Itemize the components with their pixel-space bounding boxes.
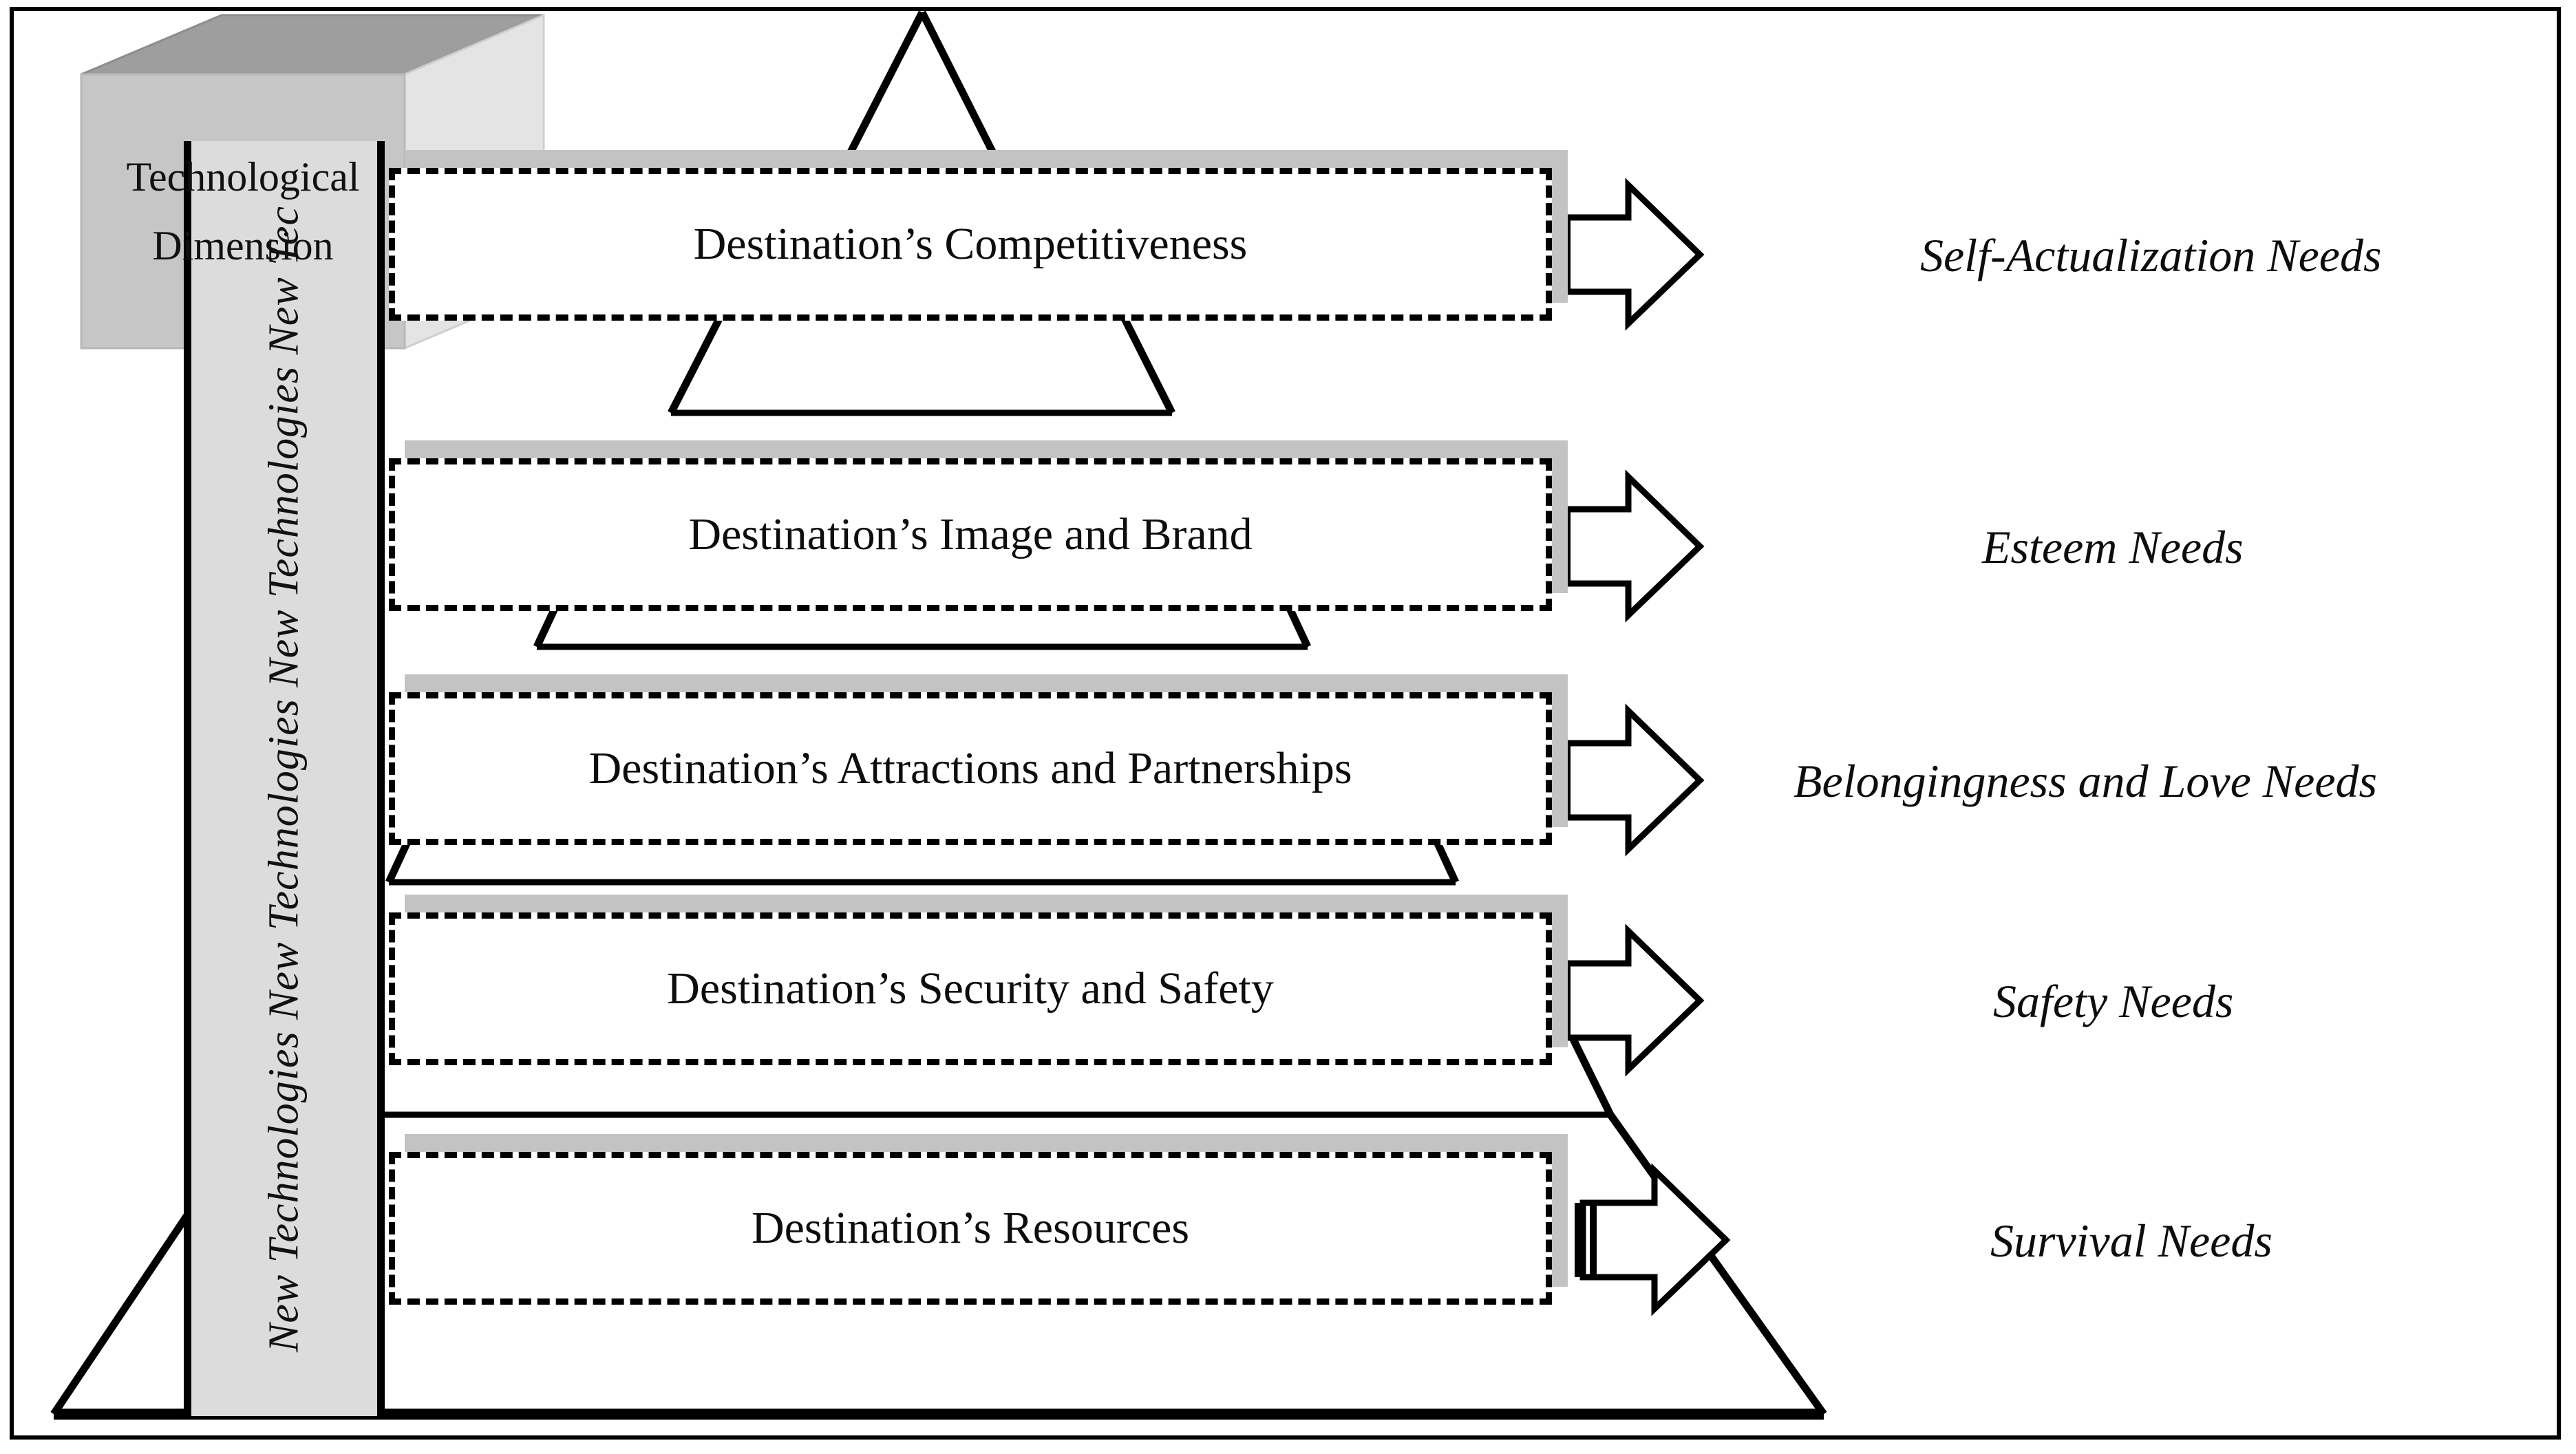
level-3-box[interactable]: Destination’s Attractions and Partnershi…	[389, 692, 1552, 845]
new-technologies-band-label: New Technologies New Technologies New Te…	[260, 205, 308, 1352]
level-2-box-label: Destination’s Security and Safety	[667, 963, 1274, 1014]
level-1-need-label: Survival Needs	[1990, 1215, 2272, 1267]
level-5-box-label: Destination’s Competitiveness	[693, 219, 1248, 269]
technological-dimension-cube: Technological Dimension	[81, 74, 405, 348]
level-5-box[interactable]: Destination’s Competitiveness	[389, 168, 1552, 321]
level-4-need-label: Esteem Needs	[1982, 521, 2244, 573]
level-1-box[interactable]: Destination’s Resources	[389, 1152, 1552, 1305]
cube-label-group: Technological Dimension	[81, 74, 405, 348]
level-4-box-label: Destination’s Image and Brand	[688, 509, 1253, 559]
cube-label-line2: Dimension	[152, 223, 334, 268]
level-3-need-label: Belongingness and Love Needs	[1793, 755, 2377, 807]
level-1-box-label: Destination’s Resources	[751, 1203, 1190, 1253]
level-4-box[interactable]: Destination’s Image and Brand	[389, 458, 1552, 611]
level-2-box[interactable]: Destination’s Security and Safety	[389, 912, 1552, 1065]
cube-label-line1: Technological	[126, 154, 360, 200]
level-5-need-label: Self-Actualization Needs	[1920, 229, 2382, 281]
level-2-need-label: Safety Needs	[1993, 975, 2234, 1027]
level-3-box-label: Destination’s Attractions and Partnershi…	[588, 743, 1352, 793]
diagram-frame-border	[10, 7, 2561, 1440]
